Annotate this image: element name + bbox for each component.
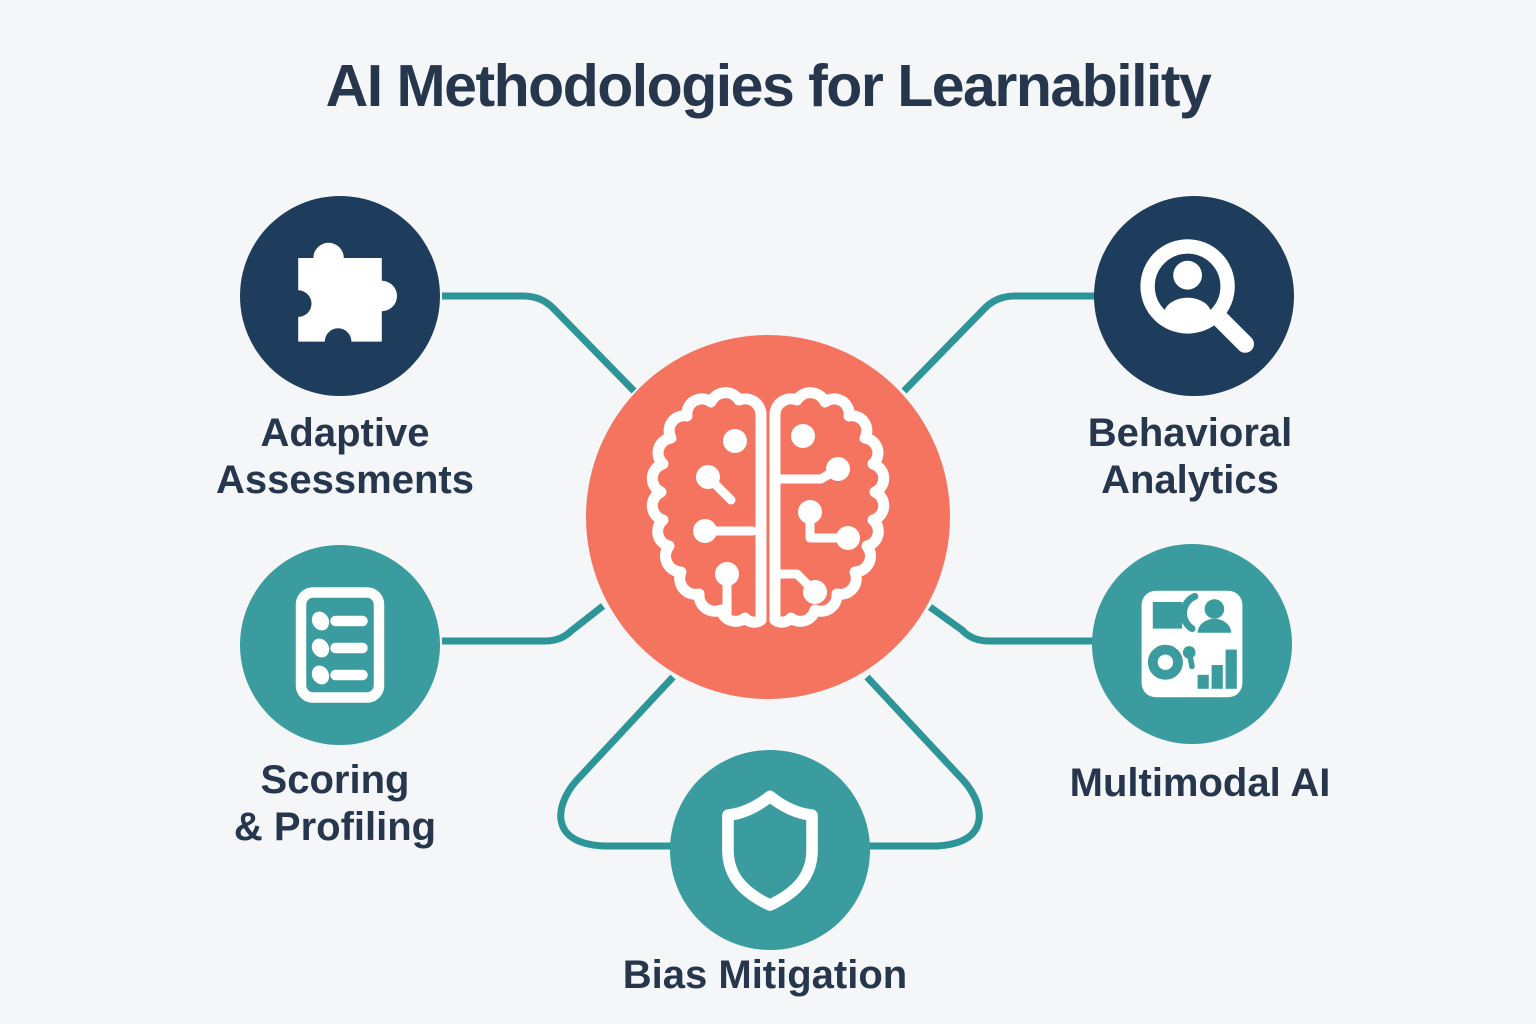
- page-title: AI Methodologies for Learnability: [325, 53, 1212, 119]
- node-circle-behavioral-analytics: [1094, 196, 1294, 396]
- shield-icon: [722, 790, 818, 911]
- connector-behavioral-analytics: [901, 292, 1096, 394]
- connector-bias-mitigation-left: [557, 674, 682, 850]
- label-behavioral-analytics: Behavioral Analytics: [1087, 411, 1293, 503]
- dashboard-icon: [1141, 590, 1243, 698]
- connector-multimodal-ai: [927, 604, 1094, 645]
- label-multimodal-ai: Multimodal AI: [1069, 761, 1331, 805]
- label-scoring-profiling: Scoring & Profiling: [233, 758, 437, 850]
- center-circle: [586, 335, 950, 699]
- connector-adaptive-assessments: [442, 292, 637, 394]
- connector-bias-mitigation-right: [858, 674, 983, 850]
- brain-circuit-icon: [646, 387, 890, 628]
- magnifier-user-icon: [1140, 239, 1254, 353]
- label-bias-mitigation: Bias Mitigation: [622, 953, 908, 997]
- label-adaptive-assessments: Adaptive Assessments: [216, 411, 474, 503]
- node-circle-bias-mitigation: [670, 750, 870, 950]
- connector-scoring-profiling: [442, 603, 606, 645]
- puzzle-icon: [298, 242, 397, 342]
- checklist-icon: [295, 587, 385, 703]
